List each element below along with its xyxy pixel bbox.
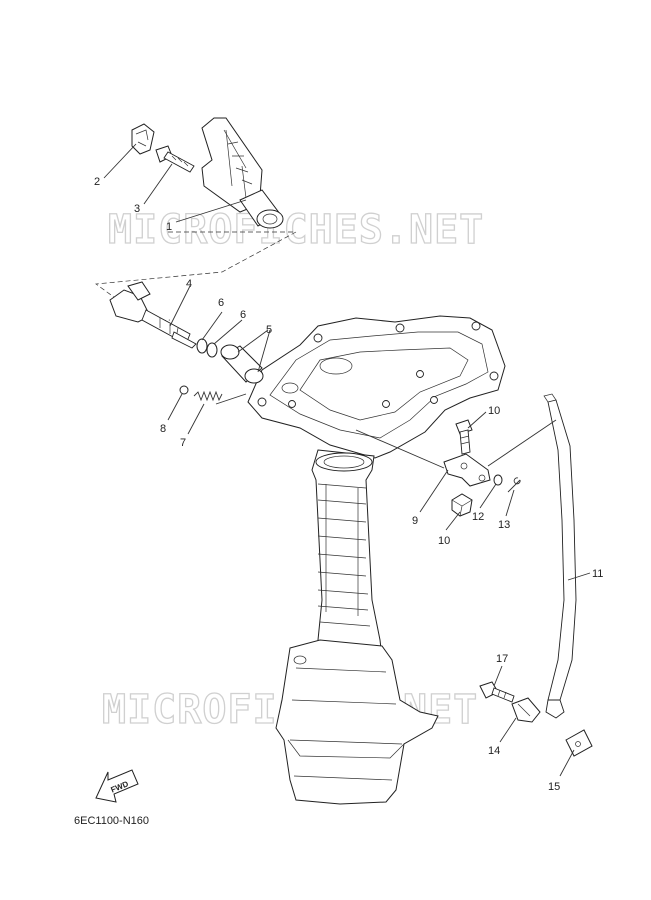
callout-6b: 6 [240,309,246,321]
callout-5: 5 [266,324,272,336]
callout-14: 13 [498,519,510,531]
drive-shaft-housing [275,449,439,805]
callout-2: 2 [94,176,100,188]
callout-7: 7 [180,437,186,449]
callout-11: 10 [488,405,500,417]
callout-12: 11 [592,568,603,580]
part-13-washer [493,474,503,486]
callout-3: 3 [134,203,140,215]
part-1-shift-lever [201,117,284,229]
part-6-o-ring-b [206,342,218,358]
part-17-bolt [479,681,515,703]
upper-casing-plate [247,315,506,459]
callout-15: 14 [488,745,500,757]
part-4-shift-rod [109,281,197,349]
part-7-spring [193,390,223,402]
part-6-o-ring-a [196,338,208,354]
part-2-clip [131,123,155,155]
callout-1: 1 [166,221,172,233]
diagram-code: 6EC1100-N160 [74,815,149,827]
callout-8: 8 [160,423,166,435]
leader-lines [103,143,591,777]
callout-16: 15 [548,781,560,793]
callout-9: 9 [412,515,418,527]
part-16-clip [565,729,593,757]
part-14-cotter-pin [507,477,521,493]
part-3-bolt [155,145,195,173]
part-9-bracket [443,453,491,487]
callouts: 2 3 1 4 6 6 5 8 7 10 9 12 13 10 11 17 14… [94,176,603,793]
part-5-collar [220,344,264,384]
callout-13: 12 [472,511,484,523]
part-11-bolt [455,419,473,455]
part-8-ball [179,385,189,395]
group-outline [95,231,297,323]
watermark-upper: MICROFICHES.NET [108,207,484,253]
callout-4: 4 [186,278,192,290]
callout-10: 10 [438,535,450,547]
part-12-shift-rod-long [543,393,577,719]
callout-6a: 6 [218,297,224,309]
part-15-bracket [511,697,541,723]
part-10-collar [451,493,473,517]
callout-17: 17 [496,653,508,665]
fwd-arrow-icon: FWD [95,769,139,803]
